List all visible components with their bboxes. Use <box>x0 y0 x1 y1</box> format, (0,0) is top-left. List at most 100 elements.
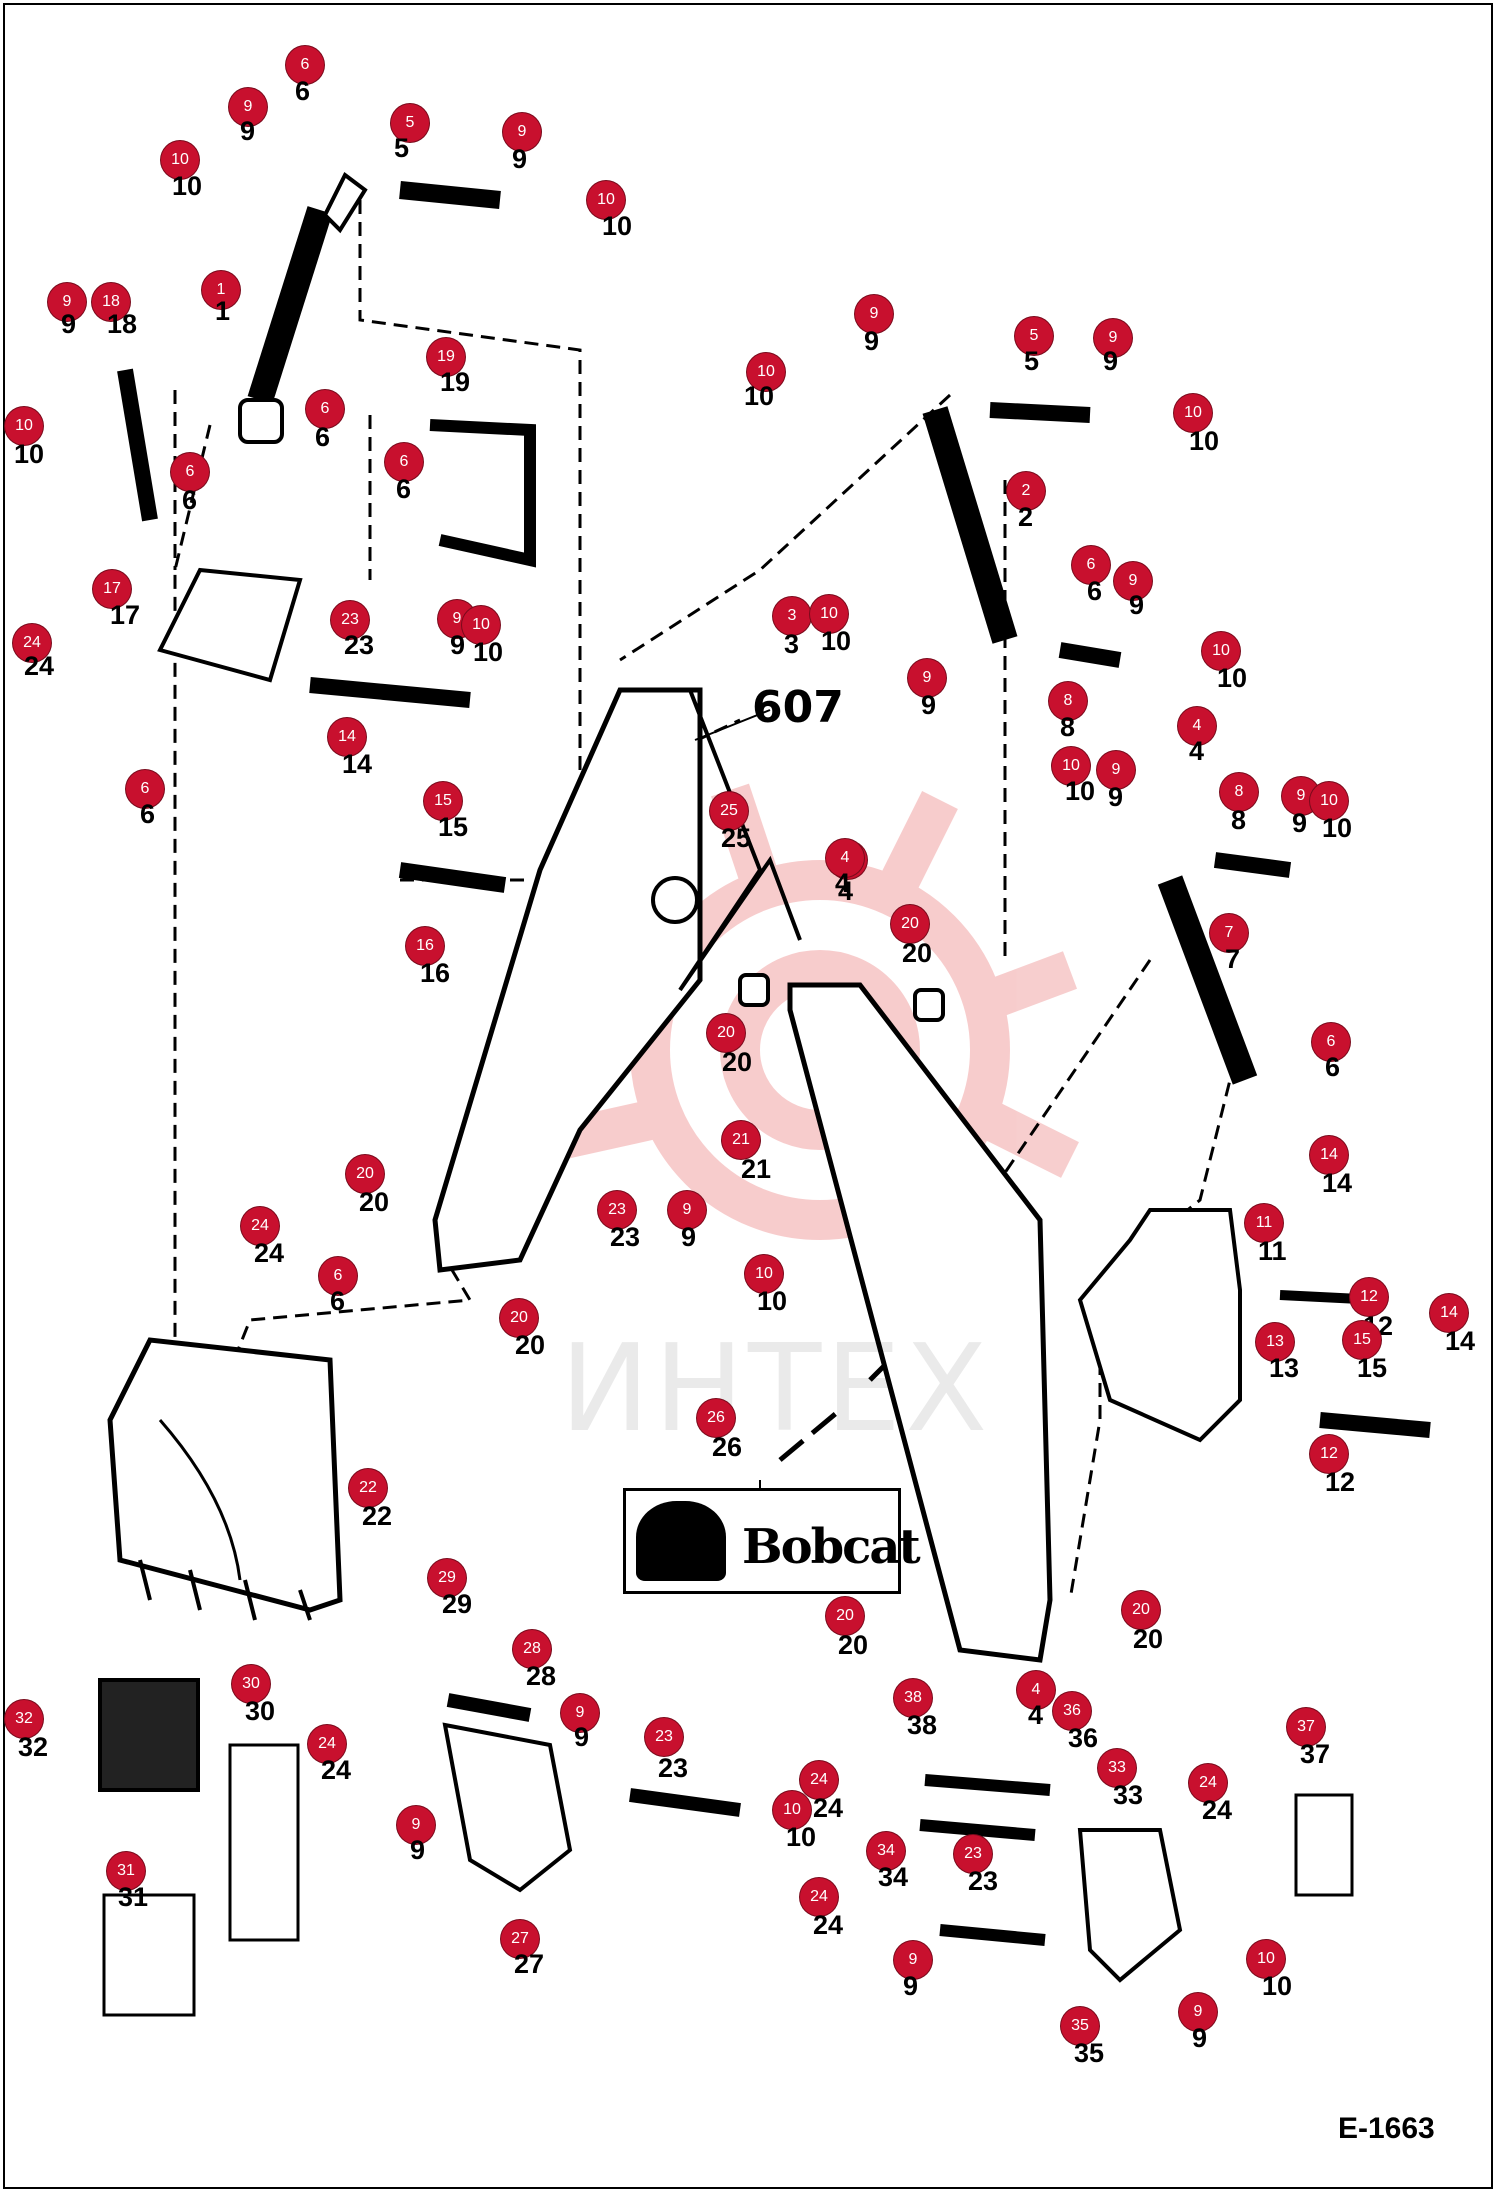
callout-badge-32[interactable]: 32 <box>5 1700 43 1738</box>
callout-number-10: 10 <box>1262 1971 1293 2001</box>
callout-badge-9[interactable]: 9 <box>855 295 893 333</box>
callout-badge-10[interactable]: 10 <box>587 181 625 219</box>
callout-badge-9[interactable]: 9 <box>1114 562 1152 600</box>
callout-badge-24[interactable]: 24 <box>241 1207 279 1245</box>
callout-badge-31[interactable]: 31 <box>107 1852 145 1890</box>
callout-badge-10[interactable]: 10 <box>773 1791 811 1829</box>
callout-badge-10[interactable]: 10 <box>747 353 785 391</box>
callout-badge-38[interactable]: 38 <box>894 1679 932 1717</box>
callout-badge-8[interactable]: 8 <box>1220 773 1258 811</box>
callout-badge-24[interactable]: 24 <box>308 1725 346 1763</box>
callout-badge-10[interactable]: 10 <box>810 595 848 633</box>
callout-badge-5[interactable]: 5 <box>1015 317 1053 355</box>
callout-badge-18[interactable]: 18 <box>92 283 130 321</box>
callout-badge-20[interactable]: 20 <box>1122 1591 1160 1629</box>
callout-badge-6[interactable]: 6 <box>171 453 209 491</box>
callout-badge-9[interactable]: 9 <box>668 1191 706 1229</box>
callout-badge-23[interactable]: 23 <box>598 1191 636 1229</box>
callout-number-9: 9 <box>574 1722 590 1752</box>
callout-badge-20[interactable]: 20 <box>500 1299 538 1337</box>
callout-badge-16[interactable]: 16 <box>406 927 444 965</box>
callout-badge-9[interactable]: 9 <box>1094 319 1132 357</box>
callout-badge-2[interactable]: 2 <box>1007 472 1045 510</box>
callout-number-6: 6 <box>1087 576 1103 606</box>
callout-number-36: 36 <box>1068 1723 1099 1753</box>
callout-badge-22[interactable]: 22 <box>349 1469 387 1507</box>
link-part <box>117 368 158 522</box>
callout-badge-9[interactable]: 9 <box>894 1941 932 1979</box>
callout-badge-28[interactable]: 28 <box>513 1630 551 1668</box>
callout-badge-6[interactable]: 6 <box>385 443 423 481</box>
callout-badge-9[interactable]: 9 <box>397 1806 435 1844</box>
bucket-cylinder-part <box>1157 852 1292 1085</box>
callout-badge-9[interactable]: 9 <box>503 113 541 151</box>
callout-badge-9[interactable]: 9 <box>229 88 267 126</box>
callout-badge-7[interactable]: 7 <box>1210 914 1248 952</box>
callout-badge-10[interactable]: 10 <box>1202 632 1240 670</box>
decal-text: Bobcat <box>742 1519 921 1575</box>
callout-badge-14[interactable]: 14 <box>1430 1294 1468 1332</box>
callout-badge-6[interactable]: 6 <box>126 770 164 808</box>
callout-badge-9[interactable]: 9 <box>1179 1993 1217 2031</box>
callout-badge-10[interactable]: 10 <box>5 407 43 445</box>
callout-badge-15[interactable]: 15 <box>424 782 462 820</box>
callout-badge-6[interactable]: 6 <box>286 46 324 84</box>
callout-badge-27[interactable]: 27 <box>501 1920 539 1958</box>
callout-badge-20[interactable]: 20 <box>826 1597 864 1635</box>
callout-badge-26[interactable]: 26 <box>697 1399 735 1437</box>
callout-badge-24[interactable]: 24 <box>13 624 51 662</box>
callout-number-20: 20 <box>359 1187 390 1217</box>
callout-badge-9[interactable]: 9 <box>48 283 86 321</box>
callout-number-9: 9 <box>1103 346 1119 376</box>
callout-badge-11[interactable]: 11 <box>1245 1204 1283 1242</box>
callout-badge-4[interactable]: 4 <box>1178 707 1216 745</box>
callout-badge-3[interactable]: 3 <box>773 597 811 635</box>
callout-badge-5[interactable]: 5 <box>391 104 429 142</box>
callout-badge-8[interactable]: 8 <box>1049 682 1087 720</box>
callout-badge-6[interactable]: 6 <box>1072 546 1110 584</box>
callout-badge-10[interactable]: 10 <box>161 141 199 179</box>
callout-badge-20[interactable]: 20 <box>891 905 929 943</box>
callout-badge-21[interactable]: 21 <box>722 1121 760 1159</box>
callout-badge-10[interactable]: 10 <box>1310 782 1348 820</box>
callout-badge-14[interactable]: 14 <box>328 718 366 756</box>
callout-badge-20[interactable]: 20 <box>346 1155 384 1193</box>
callout-badge-24[interactable]: 24 <box>800 1761 838 1799</box>
callout-badge-25[interactable]: 25 <box>710 792 748 830</box>
callout-badge-29[interactable]: 29 <box>428 1559 466 1597</box>
callout-badge-12[interactable]: 12 <box>1350 1278 1388 1316</box>
callout-badge-35[interactable]: 35 <box>1061 2007 1099 2045</box>
callout-badge-4[interactable]: 4 <box>826 839 864 877</box>
callout-badge-30[interactable]: 30 <box>232 1665 270 1703</box>
callout-badge-9[interactable]: 9 <box>561 1694 599 1732</box>
callout-badge-19[interactable]: 19 <box>427 338 465 376</box>
callout-badge-20[interactable]: 20 <box>707 1014 745 1052</box>
callout-badge-10[interactable]: 10 <box>745 1255 783 1293</box>
callout-badge-17[interactable]: 17 <box>93 570 131 608</box>
callout-badge-37[interactable]: 37 <box>1287 1708 1325 1746</box>
callout-badge-13[interactable]: 13 <box>1256 1323 1294 1361</box>
callout-badge-12[interactable]: 12 <box>1310 1435 1348 1473</box>
callout-badge-34[interactable]: 34 <box>867 1832 905 1870</box>
callout-badge-23[interactable]: 23 <box>331 601 369 639</box>
callout-badge-10[interactable]: 10 <box>1174 394 1212 432</box>
callout-badge-10[interactable]: 10 <box>462 606 500 644</box>
callout-badge-33[interactable]: 33 <box>1098 1749 1136 1787</box>
callout-badge-23[interactable]: 23 <box>645 1718 683 1756</box>
callout-badge-9[interactable]: 9 <box>908 659 946 697</box>
callout-badge-24[interactable]: 24 <box>800 1878 838 1916</box>
callout-badge-1[interactable]: 1 <box>202 271 240 309</box>
callout-badge-15[interactable]: 15 <box>1343 1321 1381 1359</box>
callout-badge-6[interactable]: 6 <box>319 1257 357 1295</box>
callout-badge-23[interactable]: 23 <box>954 1835 992 1873</box>
callout-badge-6[interactable]: 6 <box>306 390 344 428</box>
callout-badge-10[interactable]: 10 <box>1052 747 1090 785</box>
callout-badge-24[interactable]: 24 <box>1189 1764 1227 1802</box>
callout-badge-14[interactable]: 14 <box>1310 1136 1348 1174</box>
callout-badge-6[interactable]: 6 <box>1312 1023 1350 1061</box>
callout-badge-36[interactable]: 36 <box>1053 1692 1091 1730</box>
callout-badge-9[interactable]: 9 <box>1097 751 1135 789</box>
callout-badge-10[interactable]: 10 <box>1247 1940 1285 1978</box>
callout-number-14: 14 <box>342 749 373 779</box>
callout-badge-4[interactable]: 4 <box>1017 1671 1055 1709</box>
